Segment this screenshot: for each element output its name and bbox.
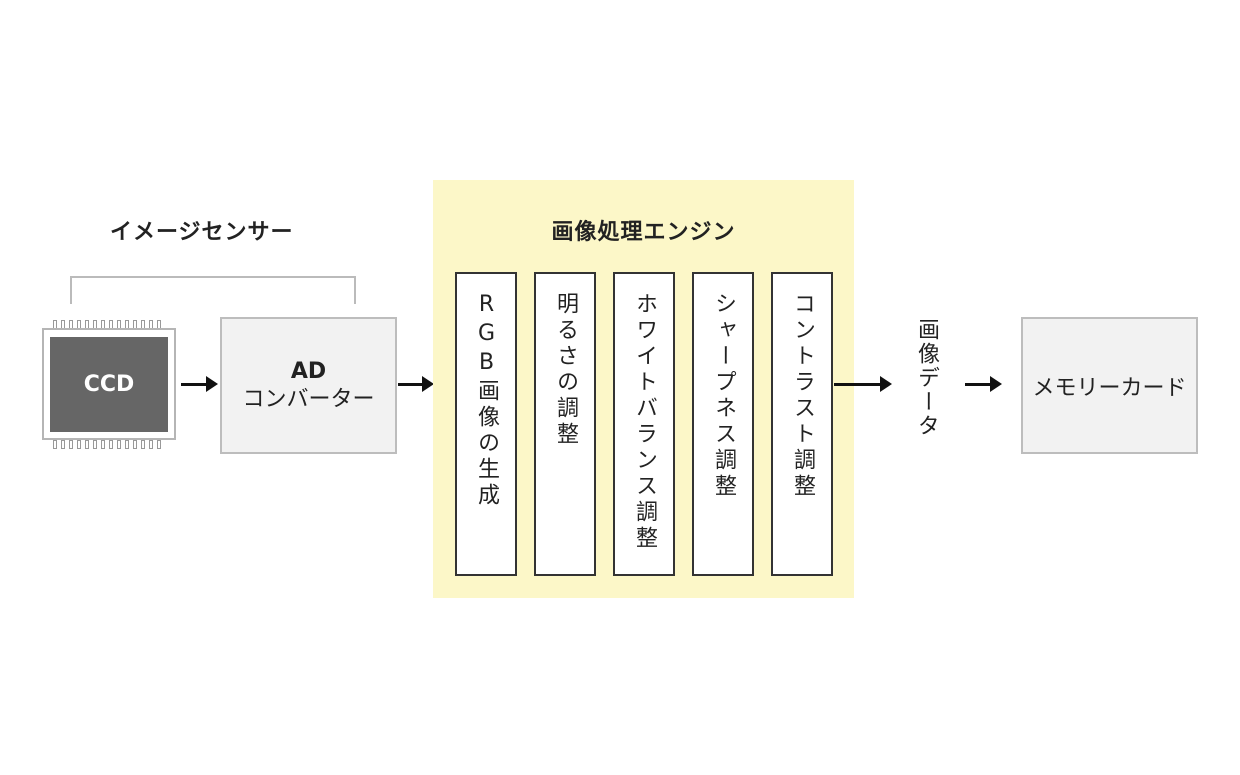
ccd-pins-bottom <box>53 440 161 449</box>
step-sharpness: シャープネス調整 <box>692 272 754 576</box>
arrow-engine-to-output <box>834 376 892 392</box>
ad-converter-box: AD コンバーター <box>220 317 397 454</box>
memory-card-box: メモリーカード <box>1021 317 1198 454</box>
arrow-ad-to-engine <box>398 376 434 392</box>
image-data-label-wrap: 画像データ <box>910 318 942 442</box>
step-contrast: コントラスト調整 <box>771 272 833 576</box>
ad-converter-line1: AD <box>290 358 327 384</box>
step-label: シャープネス調整 <box>711 292 736 500</box>
step-white-balance: ホワイトバランス調整 <box>613 272 675 576</box>
engine-title: 画像処理エンジン <box>551 220 736 245</box>
image-sensor-bracket <box>70 276 356 304</box>
step-label: 明るさの調整 <box>553 292 578 448</box>
image-sensor-label: イメージセンサー <box>110 220 294 245</box>
memory-card-label: メモリーカード <box>1032 375 1187 401</box>
step-label: RGB画像の生成 <box>474 292 499 509</box>
ccd-label: CCD <box>83 372 135 397</box>
arrow-ccd-to-ad <box>181 376 218 392</box>
ad-converter-line2: コンバーター <box>242 386 375 412</box>
step-brightness: 明るさの調整 <box>534 272 596 576</box>
step-rgb-generation: RGB画像の生成 <box>455 272 517 576</box>
step-label: ホワイトバランス調整 <box>632 292 657 552</box>
ccd-chip: CCD <box>50 337 168 432</box>
step-label: コントラスト調整 <box>790 292 815 500</box>
arrow-output-to-memory <box>965 376 1002 392</box>
image-data-label: 画像データ <box>914 318 939 438</box>
